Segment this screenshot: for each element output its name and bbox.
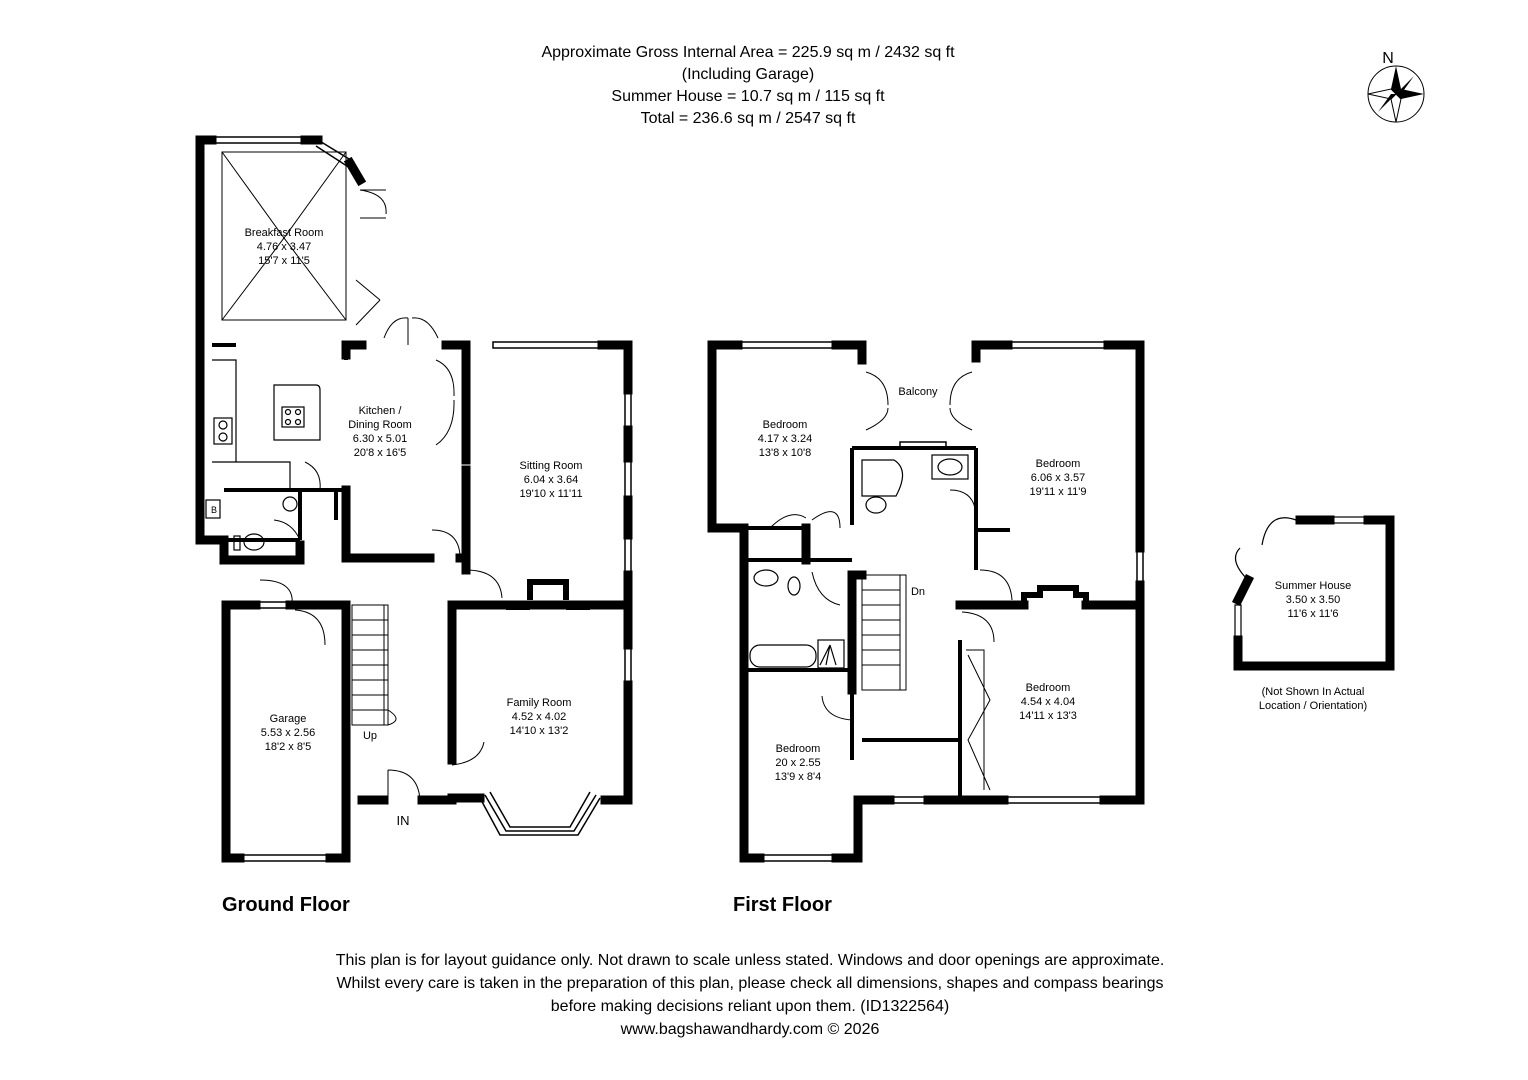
bedroom-4-imperial: 13'9 x 8'4 xyxy=(775,771,821,783)
sitting-room-name: Sitting Room xyxy=(520,460,583,472)
sitting-room-metric: 6.04 x 3.64 xyxy=(524,474,578,486)
summer-house-imperial: 11'6 x 11'6 xyxy=(1288,608,1339,620)
entrance-label: IN xyxy=(397,813,410,828)
ground-floor-title: Ground Floor xyxy=(222,894,350,916)
stairs-up-label: Up xyxy=(363,730,377,742)
disclaimer-line-2: Whilst every care is taken in the prepar… xyxy=(336,975,1164,992)
boiler-label: B xyxy=(211,505,217,515)
website-copyright: www.bagshawandhardy.com © 2026 xyxy=(620,1021,880,1038)
summer-house-name: Summer House xyxy=(1275,580,1351,592)
summer-house-note-2: Location / Orientation) xyxy=(1259,700,1367,712)
bedroom-4-name: Bedroom xyxy=(776,743,821,755)
bedroom-2-imperial: 19'11 x 11'9 xyxy=(1029,486,1086,498)
breakfast-room-metric: 4.76 x 3.47 xyxy=(257,241,311,253)
summer-house-area: Summer House = 10.7 sq m / 115 sq ft xyxy=(611,88,885,105)
compass-icon: N xyxy=(1367,50,1425,123)
gross-area-note: (Including Garage) xyxy=(681,66,815,83)
summer-house-note-1: (Not Shown In Actual xyxy=(1262,686,1365,698)
bedroom-2-metric: 6.06 x 3.57 xyxy=(1031,472,1085,484)
family-room-imperial: 14'10 x 13'2 xyxy=(510,725,569,737)
garage-name: Garage xyxy=(270,713,307,725)
garage-imperial: 18'2 x 8'5 xyxy=(265,741,311,753)
stairs-down-label: Dn xyxy=(911,586,925,598)
breakfast-room-imperial: 15'7 x 11'5 xyxy=(258,255,310,267)
first-floor-title: First Floor xyxy=(733,894,832,916)
first-floor-plan xyxy=(707,340,1145,863)
disclaimer-line-1: This plan is for layout guidance only. N… xyxy=(335,952,1165,969)
summer-house-metric: 3.50 x 3.50 xyxy=(1286,594,1340,606)
balcony-label: Balcony xyxy=(898,386,938,398)
kitchen-imperial: 20'8 x 16'5 xyxy=(354,447,407,459)
sitting-room-imperial: 19'10 x 11'11 xyxy=(519,488,582,500)
bedroom-3-metric: 4.54 x 4.04 xyxy=(1021,696,1075,708)
bedroom-1-imperial: 13'8 x 10'8 xyxy=(759,447,812,459)
bedroom-2-name: Bedroom xyxy=(1036,458,1081,470)
compass-north-label: N xyxy=(1382,50,1394,67)
family-room-name: Family Room xyxy=(507,697,572,709)
bedroom-3-imperial: 14'11 x 13'3 xyxy=(1019,710,1077,722)
ground-floor-plan xyxy=(195,135,633,863)
bedroom-1-metric: 4.17 x 3.24 xyxy=(758,433,812,445)
kitchen-name-2: Dining Room xyxy=(348,419,412,431)
total-area: Total = 236.6 sq m / 2547 sq ft xyxy=(640,110,856,127)
breakfast-room-name: Breakfast Room xyxy=(245,227,324,239)
family-room-metric: 4.52 x 4.02 xyxy=(512,711,566,723)
room-labels: Breakfast Room 4.76 x 3.47 15'7 x 11'5 K… xyxy=(211,227,1367,828)
bedroom-3-name: Bedroom xyxy=(1026,682,1071,694)
disclaimer-line-3: before making decisions reliant upon the… xyxy=(550,998,950,1015)
bedroom-1-name: Bedroom xyxy=(763,419,808,431)
kitchen-name-1: Kitchen / xyxy=(359,405,403,417)
summer-house-plan xyxy=(1231,515,1395,671)
bedroom-4-metric: 20 x 2.55 xyxy=(775,757,820,769)
gross-area-title: Approximate Gross Internal Area = 225.9 … xyxy=(541,44,955,61)
garage-metric: 5.53 x 2.56 xyxy=(261,727,315,739)
kitchen-metric: 6.30 x 5.01 xyxy=(353,433,407,445)
